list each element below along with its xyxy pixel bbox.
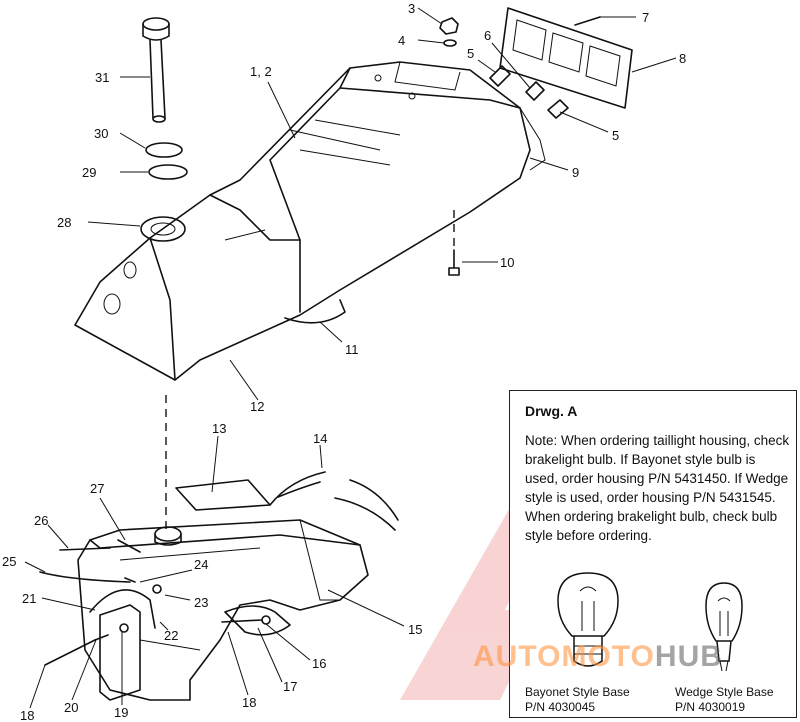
callout-1-2: 1, 2 — [250, 64, 272, 79]
fuel-tank — [77, 519, 369, 701]
callout-19: 19 — [114, 705, 128, 720]
washer-4 — [443, 39, 457, 47]
bulb-illustrations — [557, 572, 743, 672]
watermark-hub: HUB — [654, 640, 723, 673]
callout-14: 14 — [313, 431, 327, 446]
note-box-drawing-a: Drwg. A Note: When ordering taillight ho… — [509, 390, 797, 718]
callout-30: 30 — [94, 126, 108, 141]
wedge-part-number: P/N 4030019 — [675, 700, 746, 714]
seat-assembly — [74, 61, 546, 381]
callout-10: 10 — [500, 255, 514, 270]
gasket-13 — [175, 479, 271, 511]
callout-5-lower: 5 — [612, 128, 619, 143]
callout-20: 20 — [64, 700, 78, 715]
callout-27: 27 — [90, 481, 104, 496]
callout-23: 23 — [194, 595, 208, 610]
callout-18-right: 18 — [242, 695, 256, 710]
leader-lines — [24, 7, 677, 709]
callout-8: 8 — [679, 51, 686, 66]
wedge-label: Wedge Style Base — [675, 685, 774, 699]
screw-7 — [574, 16, 601, 26]
callout-28: 28 — [57, 215, 71, 230]
bayonet-part-number: P/N 4030045 — [525, 700, 596, 714]
taillight-lens — [499, 7, 633, 109]
pump-module — [99, 604, 141, 701]
cap-tube-part — [142, 17, 170, 123]
nut-3 — [439, 17, 459, 35]
bayonet-bulb-caption: Bayonet Style Base P/N 4030045 — [525, 685, 630, 715]
callout-29: 29 — [82, 165, 96, 180]
wedge-bulb-caption: Wedge Style Base P/N 4030019 — [675, 685, 774, 715]
vent-hoses-14 — [269, 471, 399, 531]
callout-18-left: 18 — [20, 708, 34, 722]
ring-29 — [148, 164, 188, 180]
callout-26: 26 — [34, 513, 48, 528]
callout-6: 6 — [484, 28, 491, 43]
wedge-bulb — [705, 582, 743, 672]
bayonet-label: Bayonet Style Base — [525, 685, 630, 699]
callout-7: 7 — [642, 10, 649, 25]
callout-12: 12 — [250, 399, 264, 414]
watermark-text: AUTOMOTOHUB — [473, 640, 723, 674]
callout-31: 31 — [95, 70, 109, 85]
callout-22: 22 — [164, 628, 178, 643]
watermark-automoto: AUTOMOTO — [473, 640, 655, 673]
note-text: Note: When ordering taillight housing, c… — [525, 433, 790, 543]
callout-17: 17 — [283, 679, 297, 694]
callout-4: 4 — [398, 33, 405, 48]
callout-24: 24 — [194, 557, 208, 572]
callout-25: 25 — [2, 554, 16, 569]
callout-15: 15 — [408, 622, 422, 637]
ring-30 — [145, 142, 183, 158]
callout-21: 21 — [22, 591, 36, 606]
callout-9: 9 — [572, 165, 579, 180]
callout-11: 11 — [345, 342, 359, 357]
callout-16: 16 — [312, 656, 326, 671]
bolt-10 — [448, 210, 460, 276]
callout-13: 13 — [212, 421, 226, 436]
bulbs — [489, 65, 569, 119]
callout-5-upper: 5 — [467, 46, 474, 61]
bayonet-bulb — [557, 572, 619, 667]
callout-3: 3 — [408, 1, 415, 16]
note-title: Drwg. A — [525, 403, 578, 419]
hoses — [39, 539, 162, 666]
